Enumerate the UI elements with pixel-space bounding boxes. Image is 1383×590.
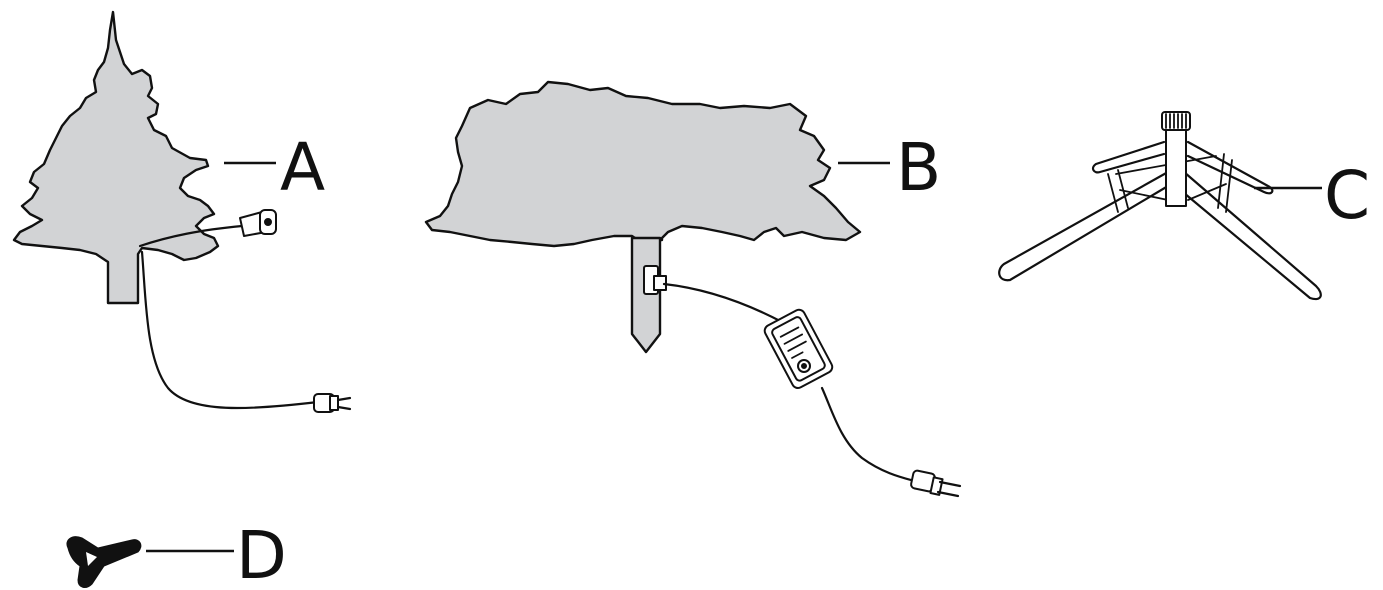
part-a-tree: A <box>12 10 352 413</box>
hook-shape <box>66 536 142 588</box>
stake-clip <box>643 265 667 295</box>
shrub-power-cord <box>820 386 920 484</box>
socket-connector <box>239 209 277 237</box>
part-b-shrub: B <box>424 80 962 498</box>
shrub-silhouette <box>424 80 862 248</box>
part-c-stand: C <box>998 111 1370 301</box>
stand-leg-right <box>1176 170 1322 301</box>
part-d-hook: D <box>66 517 287 590</box>
controller-box <box>763 308 834 389</box>
label-a: A <box>280 129 325 206</box>
label-d: D <box>236 517 287 590</box>
plug-a-icon <box>313 393 352 413</box>
tree-silhouette <box>12 10 220 305</box>
tree-power-cord <box>140 250 320 410</box>
stand-leg-left <box>998 170 1170 282</box>
stand-leg-back-left <box>1091 140 1166 174</box>
plug-b-icon <box>910 469 962 498</box>
tree-cord-upper <box>138 224 244 248</box>
stand-leg-back-right <box>1186 140 1274 195</box>
shrub-cord-upper <box>662 282 784 324</box>
stand-post <box>1165 121 1187 207</box>
label-b: B <box>896 129 941 206</box>
stand-top-nut <box>1161 111 1191 131</box>
label-c: C <box>1324 157 1370 234</box>
stand-brace <box>1107 153 1233 213</box>
